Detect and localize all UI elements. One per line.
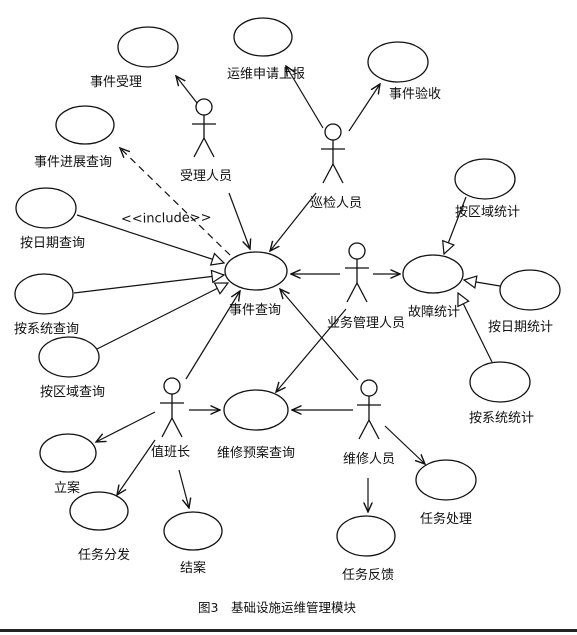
gen-riqi-chaxun-to-shijian-chaxun xyxy=(76,214,224,263)
gen-xitong-chaxun-to-shijian-chaxun xyxy=(73,275,224,294)
label-actor-weixiu: 维修人员 xyxy=(343,452,395,467)
usecase-riqi-tongji-ellipse xyxy=(499,269,561,311)
assoc-zhibanzhang-to-jiean xyxy=(178,469,189,508)
label-actor-shouli: 受理人员 xyxy=(180,169,232,184)
label-riqi-chaxun: 按日期查询 xyxy=(20,236,85,251)
gen-riqi-tongji-to-guzhang-tongji xyxy=(464,280,501,286)
label-quyu-chaxun: 按区域查询 xyxy=(40,385,105,400)
usecase-renwu-fankui-ellipse xyxy=(336,515,396,557)
actor-zhibanzhang-figure xyxy=(160,377,184,438)
assoc-zhibanzhang-to-lian xyxy=(96,411,156,442)
usecase-renwu-fenfa-ellipse xyxy=(69,491,129,531)
label-renwu-fenfa: 任务分发 xyxy=(78,547,130,563)
label-actor-xunjian: 巡检人员 xyxy=(310,196,362,211)
usecase-guzhang-tongji-ellipse xyxy=(402,254,464,294)
usecase-renwu-chuli-ellipse xyxy=(415,459,477,501)
assoc-zhibanzhang-to-renwu-fenfa xyxy=(117,439,156,495)
usecase-shijian-chaxun-ellipse xyxy=(224,251,288,291)
usecase-quyu-tongji-ellipse xyxy=(454,158,516,200)
gen-quyu-chaxun-to-shijian-chaxun xyxy=(96,283,228,350)
usecase-shijian-yanshou-ellipse xyxy=(367,41,429,83)
gen-quyu-tongji-to-guzhang-tongji xyxy=(444,196,467,254)
assoc-xunjian-to-shijian-yanshou xyxy=(348,84,380,132)
usecase-yuan-chaxun-ellipse xyxy=(223,389,289,431)
label-renwu-fankui: 任务反馈 xyxy=(342,567,394,583)
figure-caption: 图3 基础设施运维管理模块 xyxy=(198,600,356,615)
gen-xitong-tongji-to-guzhang-tongji xyxy=(458,293,493,363)
assoc-shouli-to-shijian-chaxun xyxy=(228,192,250,249)
include-shijian-chaxun-to-jinzhan-chaxun xyxy=(120,148,231,256)
assoc-xunjian-to-yunwei-shenqing xyxy=(286,66,324,129)
assoc-yewu-to-yuan-chaxun xyxy=(276,308,347,392)
usecase-jinzhan-chaxun-ellipse xyxy=(55,105,115,145)
assoc-xunjian-to-shijian-chaxun xyxy=(270,192,317,251)
label-actor-zhibanzhang: 值班长 xyxy=(151,444,190,460)
usecase-shijian-shouli-ellipse xyxy=(117,26,179,68)
assoc-shouli-to-shijian-shouli xyxy=(176,76,198,104)
usecase-riqi-chaxun-ellipse xyxy=(15,187,77,229)
assoc-zhibanzhang-to-shijian-chaxun xyxy=(185,291,240,380)
usecase-jiean-ellipse xyxy=(163,511,223,551)
actor-shouli-figure xyxy=(192,98,216,158)
usecase-xitong-chaxun-ellipse xyxy=(14,273,74,315)
label-xitong-chaxun: 按系统查询 xyxy=(14,322,79,337)
label-shijian-chaxun: 事件查询 xyxy=(229,303,281,318)
label-xitong-tongji: 按系统统计 xyxy=(469,411,534,426)
label-quyu-tongji: 按区域统计 xyxy=(455,205,520,220)
label-yuan-chaxun: 维修预案查询 xyxy=(217,446,295,461)
label-guzhang-tongji: 故障统计 xyxy=(408,305,460,320)
label-actor-yewu: 业务管理人员 xyxy=(327,315,405,331)
assoc-weixiu-to-shijian-chaxun xyxy=(280,289,359,381)
label-shijian-yanshou: 事件验收 xyxy=(389,86,441,102)
usecase-lian-ellipse xyxy=(39,433,97,473)
label-jinzhan-chaxun: 事件进展查询 xyxy=(34,155,112,170)
label-renwu-chuli: 任务处理 xyxy=(420,511,472,527)
usecase-quyu-chaxun-ellipse xyxy=(38,336,100,378)
usecase-xitong-tongji-ellipse xyxy=(469,361,531,403)
label-yunwei-shenqing: 运维申请上报 xyxy=(227,67,305,82)
assoc-weixiu-to-renwu-chuli xyxy=(384,425,425,464)
label-jiean: 结案 xyxy=(180,561,206,576)
actor-yewu-figure xyxy=(345,242,369,303)
actor-weixiu-figure xyxy=(357,379,381,440)
usecase-yunwei-shenqing-ellipse xyxy=(233,17,293,57)
actor-xunjian-figure xyxy=(321,123,345,184)
label-lian: 立案 xyxy=(54,481,80,496)
label-riqi-tongji: 按日期统计 xyxy=(488,320,553,335)
bottom-rule xyxy=(0,629,577,632)
label-shijian-shouli: 事件受理 xyxy=(90,75,142,90)
label-include-stereotype: <<include>> xyxy=(121,210,212,227)
